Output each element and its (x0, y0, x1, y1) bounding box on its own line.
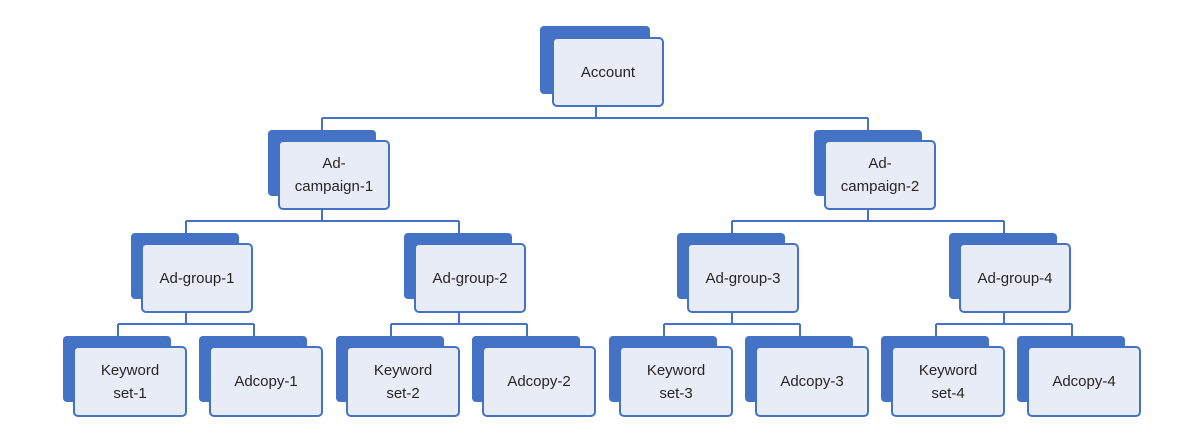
connector-group-2 (390, 313, 528, 346)
connector-group-4 (935, 313, 1073, 346)
node-ad-group-3-label: Ad-group-3 (687, 243, 799, 313)
node-ad-group-2-label: Ad-group-2 (414, 243, 526, 313)
node-ad-campaign-1-label: Ad- campaign-1 (278, 140, 390, 210)
connector-group-3 (663, 313, 801, 346)
node-keyword-set-4-label: Keyword set-4 (891, 346, 1005, 417)
node-adcopy-3-label: Adcopy-3 (755, 346, 869, 417)
connector-campaign-2 (731, 210, 1005, 243)
node-adcopy-4-label: Adcopy-4 (1027, 346, 1141, 417)
connector-group-1 (117, 313, 255, 346)
node-keyword-set-1-label: Keyword set-1 (73, 346, 187, 417)
node-adcopy-1-label: Adcopy-1 (209, 346, 323, 417)
node-account-label: Account (552, 37, 664, 107)
node-adcopy-2-label: Adcopy-2 (482, 346, 596, 417)
connector-account (321, 107, 869, 140)
connector-campaign-1 (185, 210, 460, 243)
node-keyword-set-2-label: Keyword set-2 (346, 346, 460, 417)
node-ad-campaign-2-label: Ad- campaign-2 (824, 140, 936, 210)
node-ad-group-4-label: Ad-group-4 (959, 243, 1071, 313)
node-ad-group-1-label: Ad-group-1 (141, 243, 253, 313)
node-keyword-set-3-label: Keyword set-3 (619, 346, 733, 417)
